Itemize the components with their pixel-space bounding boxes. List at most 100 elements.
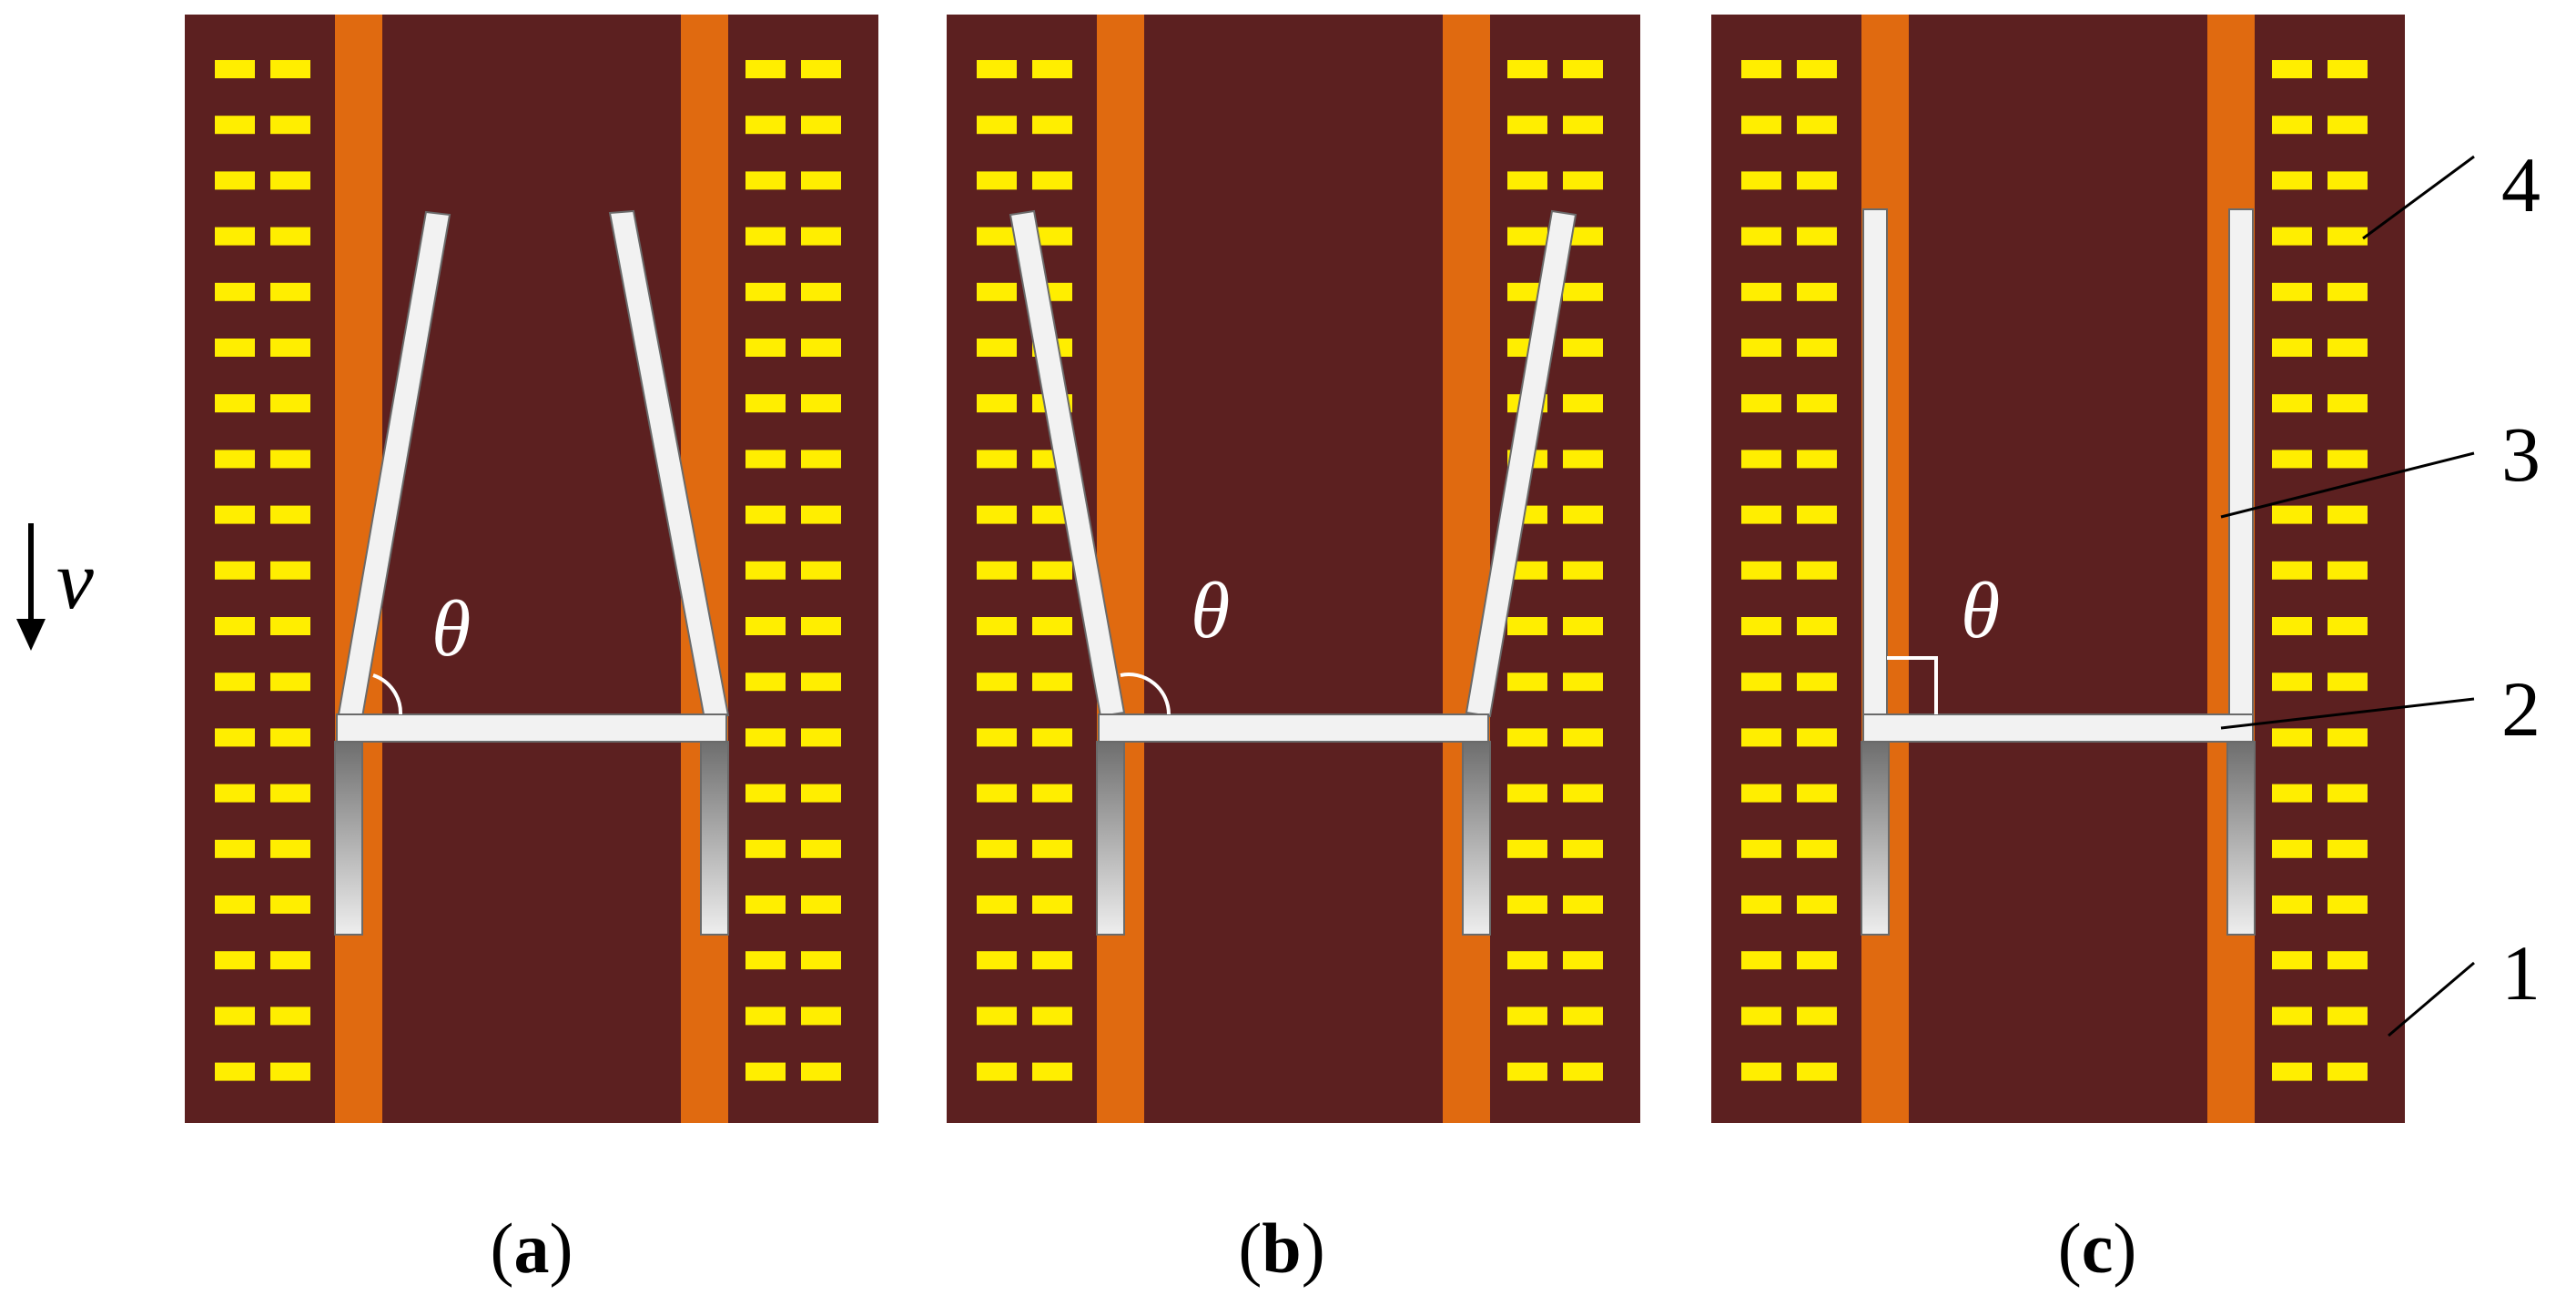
cover-plate (215, 895, 255, 914)
cover-plate (1032, 116, 1072, 135)
cover-plate (2328, 505, 2368, 524)
cover-plate (977, 394, 1017, 413)
cover-plate (1563, 339, 1603, 357)
cover-plate (1032, 1007, 1072, 1026)
cover-plate (801, 673, 841, 692)
cover-plate (745, 1007, 786, 1026)
cover-plate (215, 60, 255, 78)
callout-3: 3 (2501, 410, 2541, 498)
cover-plate (2328, 394, 2368, 413)
cover-plate (1741, 673, 1781, 692)
cover-plate (1797, 561, 1837, 580)
panel-b: θ (b) (947, 15, 1640, 1288)
leader-line-2 (2220, 697, 2475, 730)
cover-plate (801, 1062, 841, 1081)
cover-plate (2328, 227, 2368, 246)
cover-plate (801, 116, 841, 135)
right-post (2226, 741, 2256, 936)
cover-plate (2272, 784, 2312, 803)
cover-plate (801, 450, 841, 469)
cover-plate (2328, 673, 2368, 692)
theta-label: θ (1191, 567, 1230, 655)
cover-plate (1741, 839, 1781, 858)
cover-plate (2328, 450, 2368, 469)
cover-plate (1563, 728, 1603, 747)
cover-plate (1563, 1007, 1603, 1026)
cover-plate (1741, 227, 1781, 246)
cover-plates (1741, 60, 2368, 1081)
cover-plate (801, 505, 841, 524)
right-angle-marker (1887, 656, 1938, 714)
cover-plate (745, 394, 786, 413)
cover-plate (745, 617, 786, 635)
cover-plate (1507, 839, 1547, 858)
cover-plate (1741, 784, 1781, 803)
cover-plate (2272, 394, 2312, 413)
cover-plate (801, 728, 841, 747)
cover-plate (270, 839, 310, 858)
cover-plate (977, 505, 1017, 524)
cover-plate (745, 282, 786, 301)
cover-plate (1507, 617, 1547, 635)
cover-plate (2328, 728, 2368, 747)
cover-plate (1507, 116, 1547, 135)
cover-plate (977, 339, 1017, 357)
velocity-indicator: v (16, 523, 94, 651)
cover-plate (1032, 728, 1072, 747)
cover-plate (1563, 282, 1603, 301)
cover-plate (1741, 728, 1781, 747)
cover-plate (2328, 839, 2368, 858)
left-side-bar (1862, 208, 1888, 716)
cover-plate (745, 673, 786, 692)
cover-plate (977, 227, 1017, 246)
cover-plate (2328, 561, 2368, 580)
cover-plate (2328, 1062, 2368, 1081)
cover-plate (977, 171, 1017, 190)
cover-plate (270, 227, 310, 246)
cover-plate (2272, 171, 2312, 190)
cover-plate (215, 450, 255, 469)
cover-plate (1032, 784, 1072, 803)
cover-plate (270, 951, 310, 970)
cover-plate (270, 1007, 310, 1026)
leader-line-1 (2388, 961, 2475, 1037)
cover-plate (1741, 60, 1781, 78)
cover-plate (2272, 673, 2312, 692)
cover-plate (745, 895, 786, 914)
cover-plate (270, 282, 310, 301)
cover-plate (745, 60, 786, 78)
cover-plate (745, 339, 786, 357)
cover-plate (1032, 227, 1072, 246)
cover-plate (745, 561, 786, 580)
cover-plate (801, 895, 841, 914)
cover-plate (801, 617, 841, 635)
cover-plate (1563, 561, 1603, 580)
cover-plate (1741, 1062, 1781, 1081)
cover-plate (1563, 784, 1603, 803)
cover-plate (2272, 951, 2312, 970)
cover-plate (215, 394, 255, 413)
cover-plate (801, 282, 841, 301)
cover-plate (1797, 171, 1837, 190)
cover-plate (2272, 282, 2312, 301)
cover-plate (801, 561, 841, 580)
cover-plate (801, 394, 841, 413)
cover-plate (2272, 1007, 2312, 1026)
cover-plate (745, 505, 786, 524)
cover-plate (745, 784, 786, 803)
cover-plate (2328, 617, 2368, 635)
callout-1: 1 (2501, 929, 2541, 1017)
cover-plate (1032, 171, 1072, 190)
cover-plate (1507, 60, 1547, 78)
cover-plate (270, 450, 310, 469)
cover-plate (215, 505, 255, 524)
cover-plate (1563, 673, 1603, 692)
cover-plate (270, 116, 310, 135)
cover-plate (2328, 895, 2368, 914)
cover-plate (1032, 1062, 1072, 1081)
cover-plate (977, 60, 1017, 78)
cover-plate (270, 784, 310, 803)
cover-plate (745, 227, 786, 246)
cover-plate (801, 839, 841, 858)
cover-plate (2272, 60, 2312, 78)
